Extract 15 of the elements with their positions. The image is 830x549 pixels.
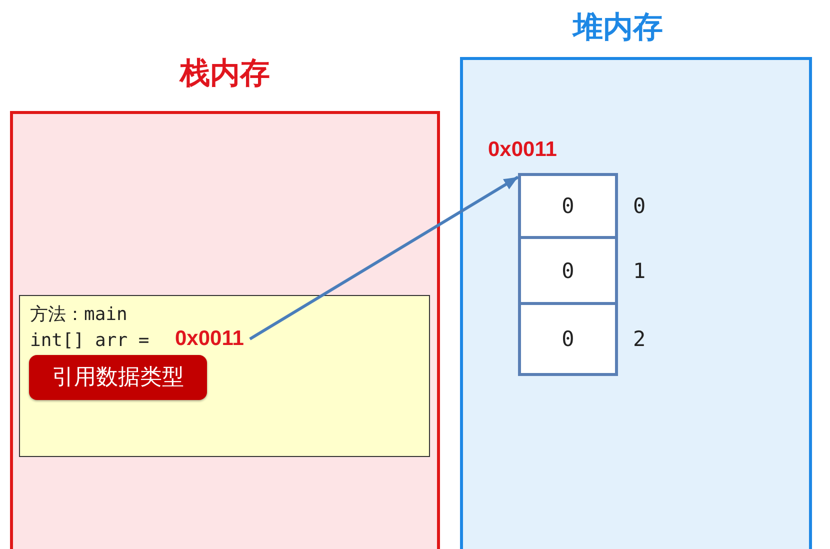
method-frame-box [19,295,430,457]
cell-value: 0 [562,193,574,219]
section-heading: 堆内存 [573,10,663,46]
cell-value: 0 [562,258,574,284]
section-heading: 栈内存 [180,56,270,92]
type-tag: 引用数据类型 [29,355,207,400]
address-label: 0x0011 [488,138,557,162]
cell-value: 0 [562,326,574,352]
address-text: 0x0011 [175,327,244,351]
arrow [249,176,519,340]
method-label: 方法：main [30,303,128,327]
index-label: 1 [633,258,646,284]
index-label: 2 [633,326,646,352]
code-text: int[] arr = [30,329,150,353]
index-label: 0 [633,193,646,219]
